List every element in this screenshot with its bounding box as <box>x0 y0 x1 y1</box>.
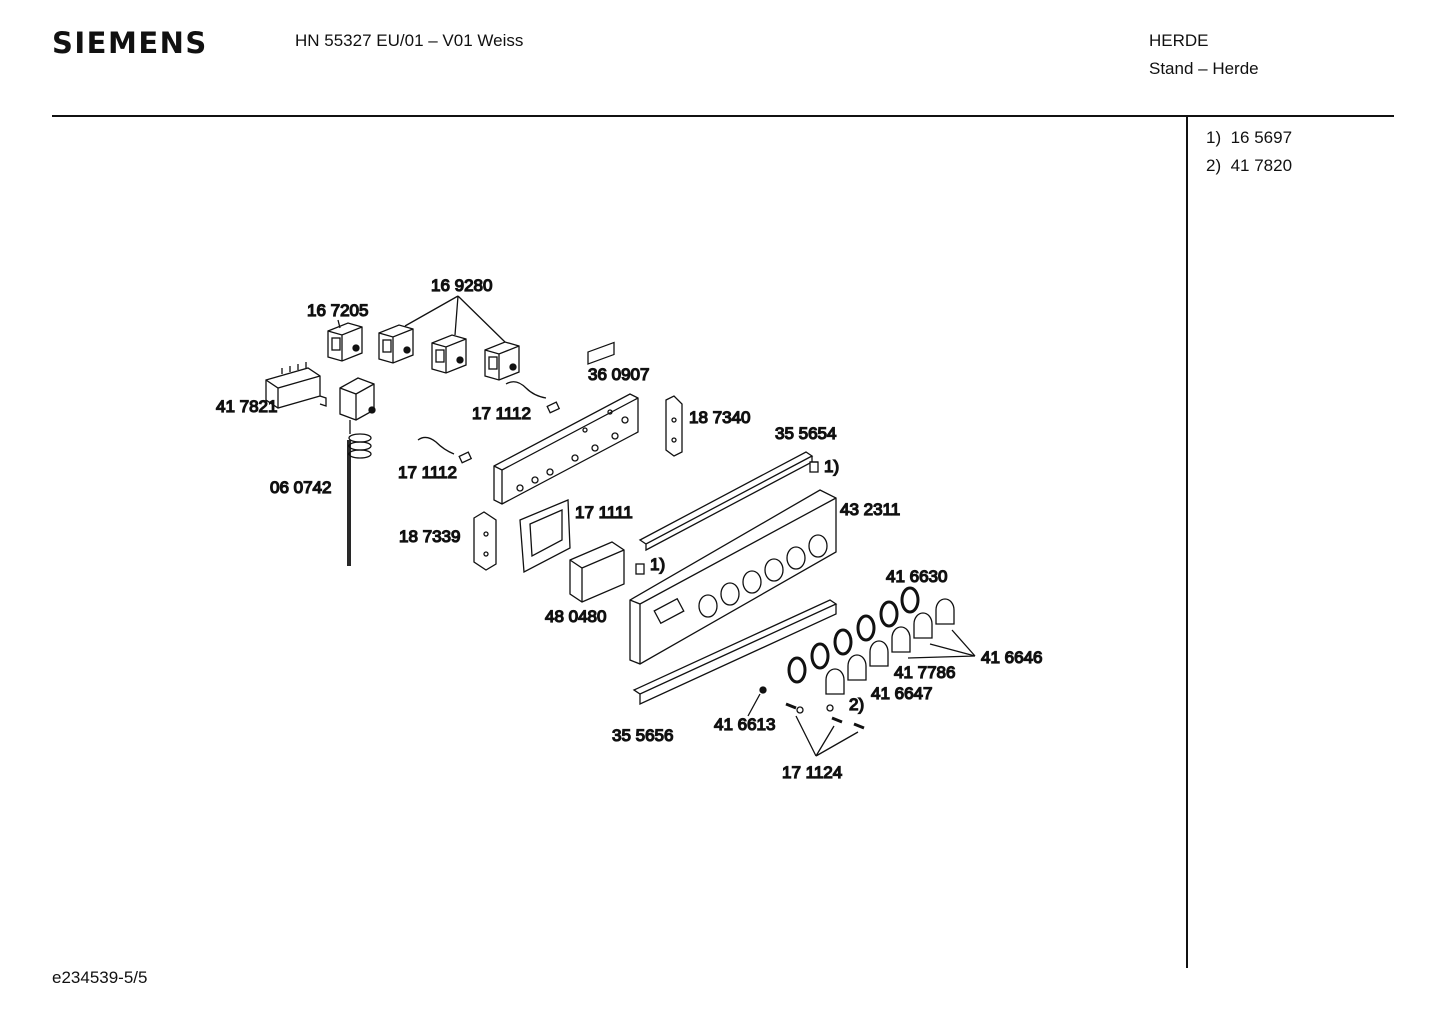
knob-rings-416630 <box>787 586 920 684</box>
switch-169280-a <box>378 324 414 364</box>
footnote-part: 41 7820 <box>1230 156 1293 175</box>
leader-171124 <box>795 715 859 757</box>
screw-footnote-1-b <box>635 563 645 575</box>
sidebar-divider <box>1186 116 1188 968</box>
category-label: HERDE <box>1149 31 1209 50</box>
part-label-171112-b: 17 1112 <box>398 463 457 482</box>
footnote-marker-2: 2) <box>849 695 864 714</box>
screw-footnote-1-a <box>809 461 819 473</box>
bracket-187339 <box>473 511 497 571</box>
part-label-416647: 41 6647 <box>871 684 932 703</box>
part-label-187339: 18 7339 <box>399 527 460 546</box>
part-label-167205: 16 7205 <box>307 301 368 320</box>
switch-169280-b <box>431 334 467 374</box>
frame-171111 <box>519 499 571 574</box>
part-label-187340: 18 7340 <box>689 408 750 427</box>
part-label-416613: 41 6613 <box>714 715 775 734</box>
leader-416646 <box>907 629 976 659</box>
part-label-360907: 36 0907 <box>588 365 649 384</box>
thermostat-060742 <box>339 377 376 566</box>
header-divider <box>52 115 1394 117</box>
part-label-417786: 41 7786 <box>894 663 955 682</box>
part-label-171112-a: 17 1112 <box>472 404 531 423</box>
footnote-mark: 2) <box>1206 156 1222 175</box>
part-label-171124: 17 1124 <box>782 763 842 782</box>
footnote-marker-1-b: 1) <box>650 555 665 574</box>
footnote-part: 16 5697 <box>1230 128 1293 147</box>
leader-167205 <box>337 319 341 329</box>
leader-169280 <box>404 295 506 343</box>
part-label-355654: 35 5654 <box>775 424 836 443</box>
switch-167205 <box>327 322 363 362</box>
trim-rail-355656 <box>632 599 838 706</box>
display-module-480480 <box>569 341 625 603</box>
model-title: HN 55327 EU/01 – V01 Weiss <box>295 31 524 50</box>
leader-416613 <box>747 693 761 717</box>
part-label-432311: 43 2311 <box>840 500 900 519</box>
part-label-171111: 17 1111 <box>575 503 633 522</box>
footnote-marker-1-a: 1) <box>824 457 839 476</box>
part-label-355656: 35 5656 <box>612 726 673 745</box>
part-label-417821: 41 7821 <box>216 397 277 416</box>
bracket-187340 <box>665 395 683 457</box>
switch-169280-c <box>484 341 520 381</box>
cable-171112-b <box>417 436 473 464</box>
subcategory-label: Stand – Herde <box>1149 59 1259 78</box>
footnote-1: 1) 16 5697 <box>1206 128 1292 148</box>
screws-171124 <box>785 702 865 730</box>
part-label-416646: 41 6646 <box>981 648 1042 667</box>
footnote-mark: 1) <box>1206 128 1222 147</box>
control-knobs <box>825 598 955 695</box>
rail-355654 <box>638 451 814 552</box>
part-label-416630: 41 6630 <box>886 567 947 586</box>
control-board-360907 <box>493 393 639 505</box>
control-panel-432311 <box>629 489 837 665</box>
screw-416613 <box>759 686 767 694</box>
document-id: e234539-5/5 <box>52 968 148 987</box>
footnote-2: 2) 41 7820 <box>1206 156 1292 176</box>
part-label-169280: 16 9280 <box>431 276 492 295</box>
selector-switch-417821 <box>265 362 327 409</box>
part-label-480480: 48 0480 <box>545 607 606 626</box>
brand-logo: SIEMENS <box>52 26 208 60</box>
cable-171112-a <box>505 381 561 414</box>
part-label-060742: 06 0742 <box>270 478 331 497</box>
